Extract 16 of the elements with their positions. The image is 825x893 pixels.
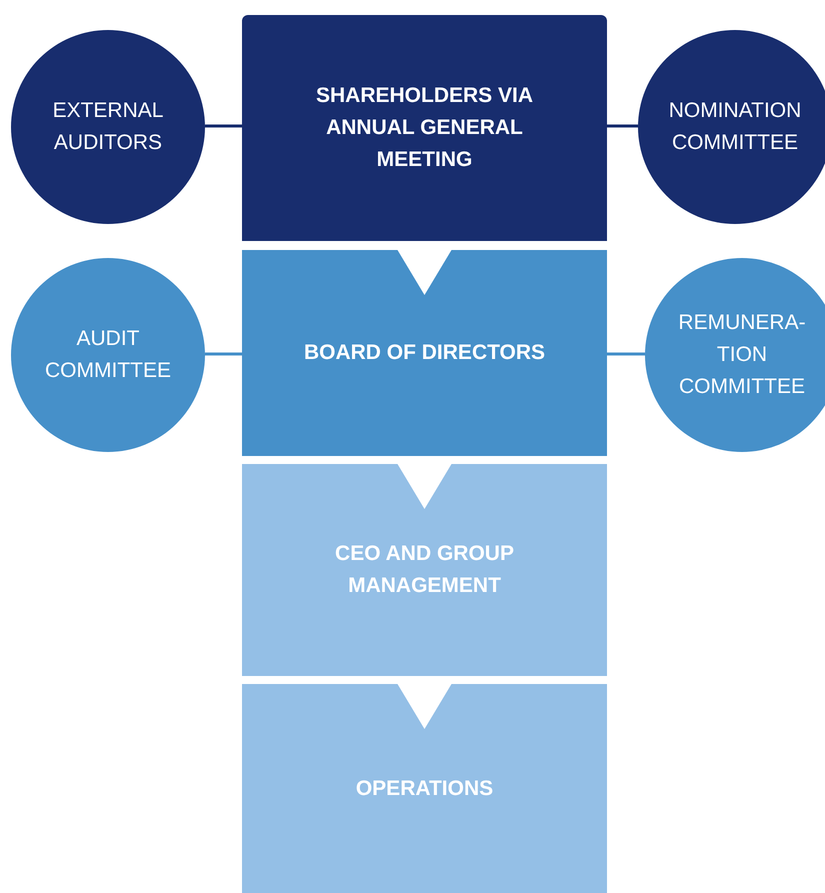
box-label: CEO AND GROUP MANAGEMENT (334, 541, 515, 599)
committee-label: REMUNERA- TION COMMITTEE (677, 310, 807, 400)
governance-box (242, 684, 607, 893)
governance-box (242, 464, 607, 676)
connector-line (205, 352, 242, 356)
committee-label: AUDIT COMMITTEE (44, 326, 172, 384)
connector-line (607, 124, 638, 128)
connector-line (205, 124, 242, 128)
governance-box (242, 250, 607, 456)
box-label: SHAREHOLDERS VIA ANNUAL GENERAL MEETING (314, 83, 534, 173)
box-label: BOARD OF DIRECTORS (302, 340, 546, 366)
committee-label: EXTERNAL AUDITORS (52, 98, 164, 156)
governance-box (242, 15, 607, 241)
box-label: OPERATIONS (354, 776, 494, 802)
committee-label: NOMINATION COMMITTEE (668, 98, 802, 156)
connector-line (607, 352, 645, 356)
